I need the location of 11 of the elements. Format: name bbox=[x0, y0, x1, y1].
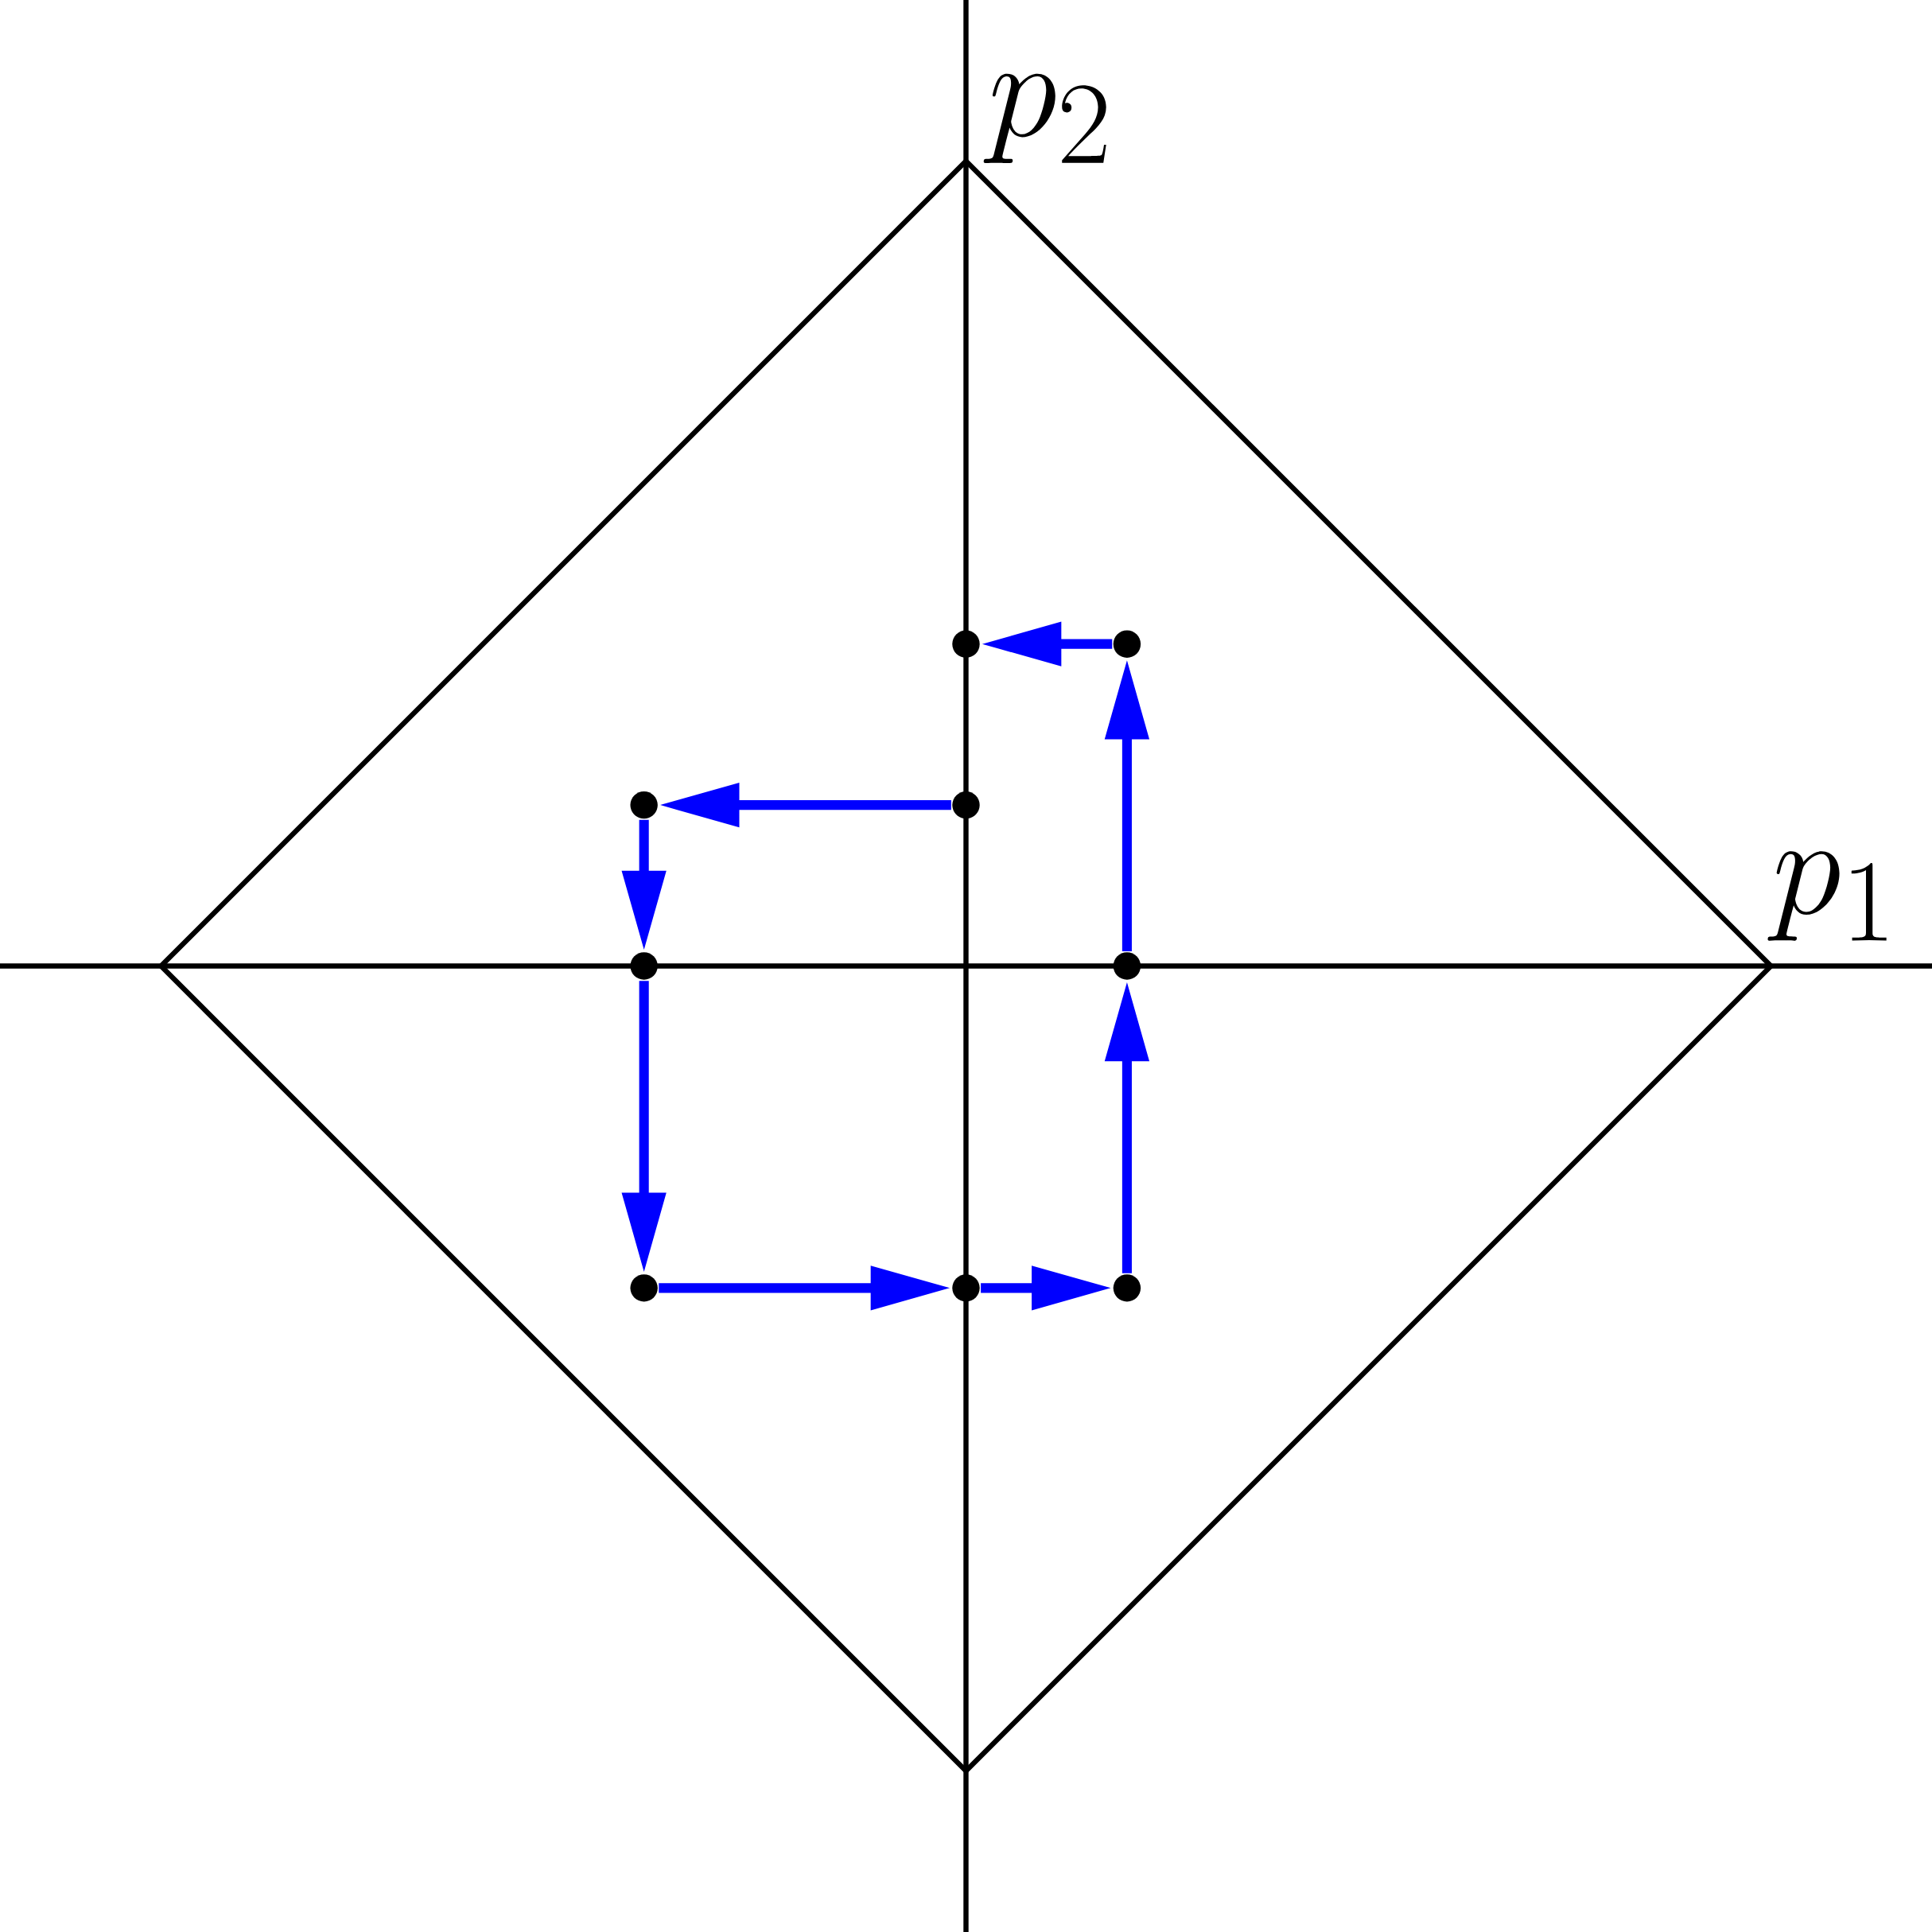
point-dot bbox=[630, 1274, 658, 1302]
point-dot bbox=[1113, 952, 1141, 980]
point-dot bbox=[630, 791, 658, 819]
axis-label: $p_1$ bbox=[1767, 851, 1887, 941]
axis-label: $p_2$ bbox=[983, 73, 1106, 163]
point-dot bbox=[952, 1274, 980, 1302]
point-dot bbox=[952, 630, 980, 658]
point-dot bbox=[1113, 1274, 1141, 1302]
point-dot bbox=[630, 952, 658, 980]
point-dot bbox=[952, 791, 980, 819]
point-dot bbox=[1113, 630, 1141, 658]
